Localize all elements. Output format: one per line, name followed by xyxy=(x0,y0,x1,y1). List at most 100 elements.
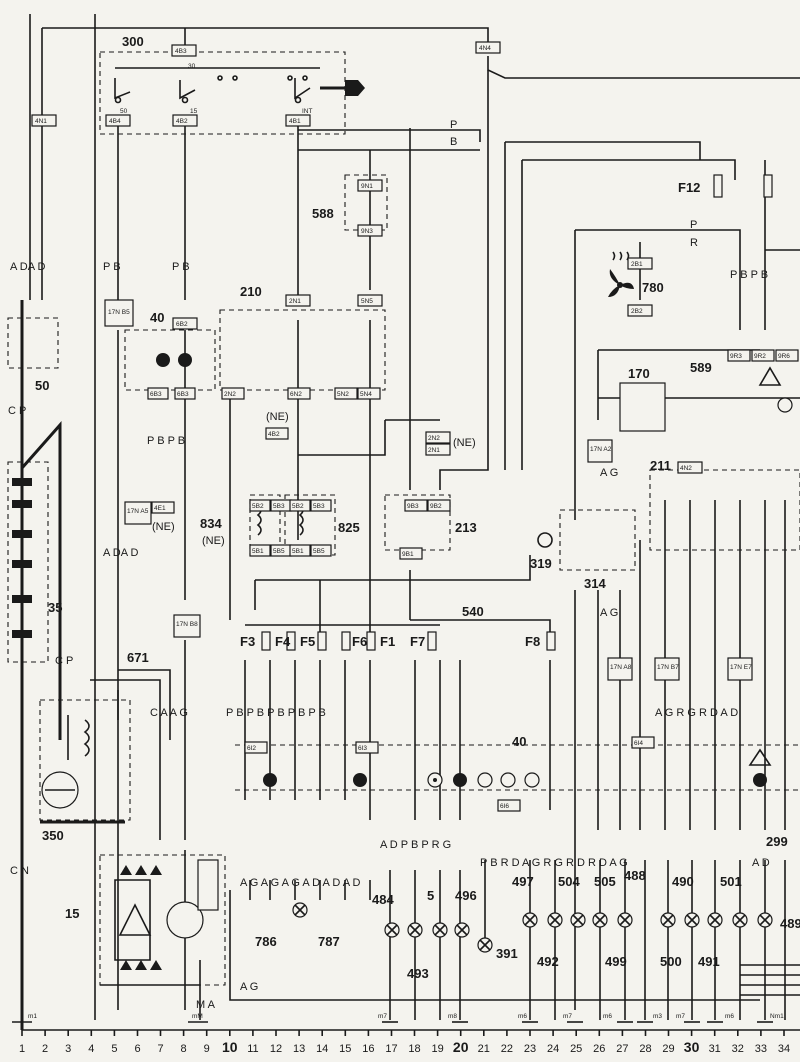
label-5: 5 xyxy=(427,888,434,903)
ground-m7-a: m7 xyxy=(378,1013,387,1020)
connector-6b3-a: 6B3 xyxy=(150,391,162,398)
column-number: 12 xyxy=(270,1043,282,1055)
connector-5b1-a: 5B1 xyxy=(252,548,264,555)
label-780: 780 xyxy=(642,280,664,295)
connector-6n2: 6N2 xyxy=(290,391,302,398)
label-488: 488 xyxy=(624,868,646,883)
column-number: 33 xyxy=(755,1043,767,1055)
connector-5b1-b: 5B1 xyxy=(292,548,304,555)
wire-ag-mid-lower: A G xyxy=(600,607,618,619)
connector-9r2: 9R2 xyxy=(754,353,766,360)
main-wires xyxy=(20,14,800,1031)
column-number: 25 xyxy=(570,1043,582,1055)
column-number: 21 xyxy=(478,1043,490,1055)
ground-m3: m3 xyxy=(653,1013,662,1020)
ground-nm1: Nm1 xyxy=(770,1013,784,1020)
connector-4e1: 4E1 xyxy=(154,505,166,512)
label-588: 588 xyxy=(312,206,334,221)
ground-m1: m1 xyxy=(28,1013,37,1020)
terminal-int: INT xyxy=(302,108,313,115)
column-number: 32 xyxy=(732,1043,744,1055)
column-number: 23 xyxy=(524,1043,536,1055)
starter-motor-icon xyxy=(40,715,125,824)
fuse-labels: F3 F4 F5 F6 F1 F7 F8 F12 xyxy=(240,180,700,649)
ne-tag-4: (NE) xyxy=(202,535,225,547)
label-834: 834 xyxy=(200,516,222,531)
connector-17n-b5: 17N B5 xyxy=(108,309,130,316)
connector-4b2-b: 4B2 xyxy=(268,431,280,438)
terminal-30: 30 xyxy=(188,63,196,70)
label-350: 350 xyxy=(42,828,64,843)
wire-agrgr: A G R G R D A D xyxy=(655,707,738,719)
connector-4b4: 4B4 xyxy=(109,118,121,125)
connector-5b2-b: 5B2 xyxy=(292,503,304,510)
column-number: 26 xyxy=(593,1043,605,1055)
column-number: 17 xyxy=(385,1043,397,1055)
ground-labels: m1 mM m7 m8 m6 m7 m6 m3 m7 m6 Nm1 M A xyxy=(28,999,784,1020)
fuse-f7: F7 xyxy=(410,634,425,649)
wire-ag-left-bottom: A G xyxy=(240,981,258,993)
label-484: 484 xyxy=(372,892,394,907)
label-489: 489 xyxy=(780,916,800,931)
ground-ma: M A xyxy=(196,999,216,1011)
connector-5n5: 5N5 xyxy=(361,298,373,305)
column-number: 20 xyxy=(453,1039,469,1055)
ground-m6-a: m6 xyxy=(518,1013,527,1020)
wire-bottom-row-1: A G A G A G A D A D A D xyxy=(240,877,361,889)
label-492: 492 xyxy=(537,954,559,969)
connector-6i3: 6I3 xyxy=(358,745,367,752)
label-496: 496 xyxy=(455,888,477,903)
column-number: 3 xyxy=(65,1043,71,1055)
label-40-top: 40 xyxy=(150,310,164,325)
column-number: 19 xyxy=(431,1043,443,1055)
column-number: 22 xyxy=(501,1043,513,1055)
alternator-icon xyxy=(114,859,219,970)
column-number: 34 xyxy=(778,1043,790,1055)
connector-5b5-a: 5B5 xyxy=(273,548,285,555)
wire-pb-1: P B xyxy=(103,261,121,273)
connector-9n1: 9N1 xyxy=(361,183,373,190)
component-labels: 300 40 210 588 50 35 834 825 213 671 350… xyxy=(35,34,800,981)
wire-p-top: P xyxy=(450,119,457,131)
ground-m7-c: m7 xyxy=(676,1013,685,1020)
label-40-mid: 40 xyxy=(512,734,526,749)
bulb-icons xyxy=(263,773,773,953)
connector-2n1-b: 2N1 xyxy=(428,447,440,454)
connector-17n-e7: 17N E7 xyxy=(730,664,752,671)
label-499: 499 xyxy=(605,954,627,969)
ground-m6-b: m6 xyxy=(603,1013,612,1020)
label-589: 589 xyxy=(690,360,712,375)
label-213: 213 xyxy=(455,520,477,535)
wire-color-codes: A DA D P B P B C P C P A DA D C A A G C … xyxy=(8,119,770,993)
fuse-f1: F1 xyxy=(380,634,395,649)
hazard-icon-b xyxy=(748,748,772,766)
battery-icon xyxy=(12,478,32,638)
label-15: 15 xyxy=(65,906,79,921)
column-number: 31 xyxy=(709,1043,721,1055)
column-number: 1 xyxy=(19,1043,25,1055)
ne-tag-2: (NE) xyxy=(453,437,476,449)
connector-17n-a2: 17N A2 xyxy=(590,446,612,453)
connector-6i6: 6I6 xyxy=(500,803,509,810)
label-540: 540 xyxy=(462,604,484,619)
ne-tags: (NE) (NE) (NE) (NE) xyxy=(152,411,476,547)
label-170: 170 xyxy=(628,366,650,381)
connector-4n4: 4N4 xyxy=(479,45,491,52)
column-number: 24 xyxy=(547,1043,559,1055)
connector-9b1: 9B1 xyxy=(402,551,414,558)
label-35: 35 xyxy=(48,600,62,615)
wire-b-top: B xyxy=(450,136,457,148)
brake-warning-icon xyxy=(537,532,553,548)
label-300: 300 xyxy=(122,34,144,49)
terminal-15: 15 xyxy=(190,108,198,115)
connector-17n-a8: 17N A8 xyxy=(610,664,632,671)
column-number: 4 xyxy=(88,1043,94,1055)
wire-r-right: R xyxy=(690,237,698,249)
label-493: 493 xyxy=(407,966,429,981)
label-50: 50 xyxy=(35,378,49,393)
wire-p-right: P xyxy=(690,219,697,231)
label-501: 501 xyxy=(720,874,742,889)
connector-17n-b7: 17N B7 xyxy=(657,664,679,671)
connector-boxes: 4B3 4N4 4N1 4B4 4B2 4B1 30 15 INT 50 9N1… xyxy=(31,41,799,812)
column-number: 16 xyxy=(362,1043,374,1055)
